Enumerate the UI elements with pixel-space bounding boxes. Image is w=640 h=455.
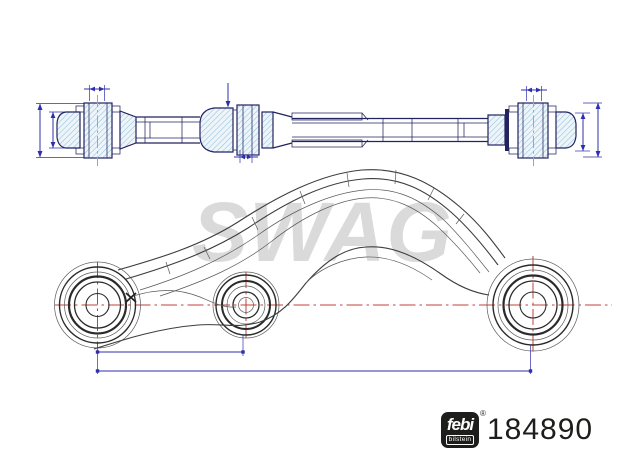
dimension-middle-bottom [234,150,258,163]
part-number: 184890 [487,413,594,446]
registered-trademark-symbol: ® [480,409,486,418]
left-eye-bushing [54,261,141,349]
febi-logo-text: febi [446,415,474,435]
dimension-left-top [84,85,110,101]
arm-outline [93,169,506,350]
middle-bushing [212,271,280,339]
dimension-bottom [95,334,533,374]
dimension-right-inner [575,112,590,152]
dimension-left-inner [49,111,66,149]
middle-adjuster [199,104,293,156]
left-cap [56,111,81,149]
right-eye-bushing [486,258,580,352]
dimension-left-outer [36,103,84,158]
swag-watermark: SWAG [192,185,453,279]
rod-side-view [36,83,602,166]
dimension-middle-leader [225,83,231,108]
febi-logo-subtitle: bilstein [445,435,475,445]
dimension-right-top [521,86,547,101]
dimension-right-outer [583,102,602,158]
febi-logo: febi bilstein [441,412,479,448]
arm-front-view [54,169,612,374]
rod-right-segment [292,117,488,143]
right-cap [555,111,577,149]
clamp-detail [125,292,137,303]
rod-left-segment [136,116,200,144]
